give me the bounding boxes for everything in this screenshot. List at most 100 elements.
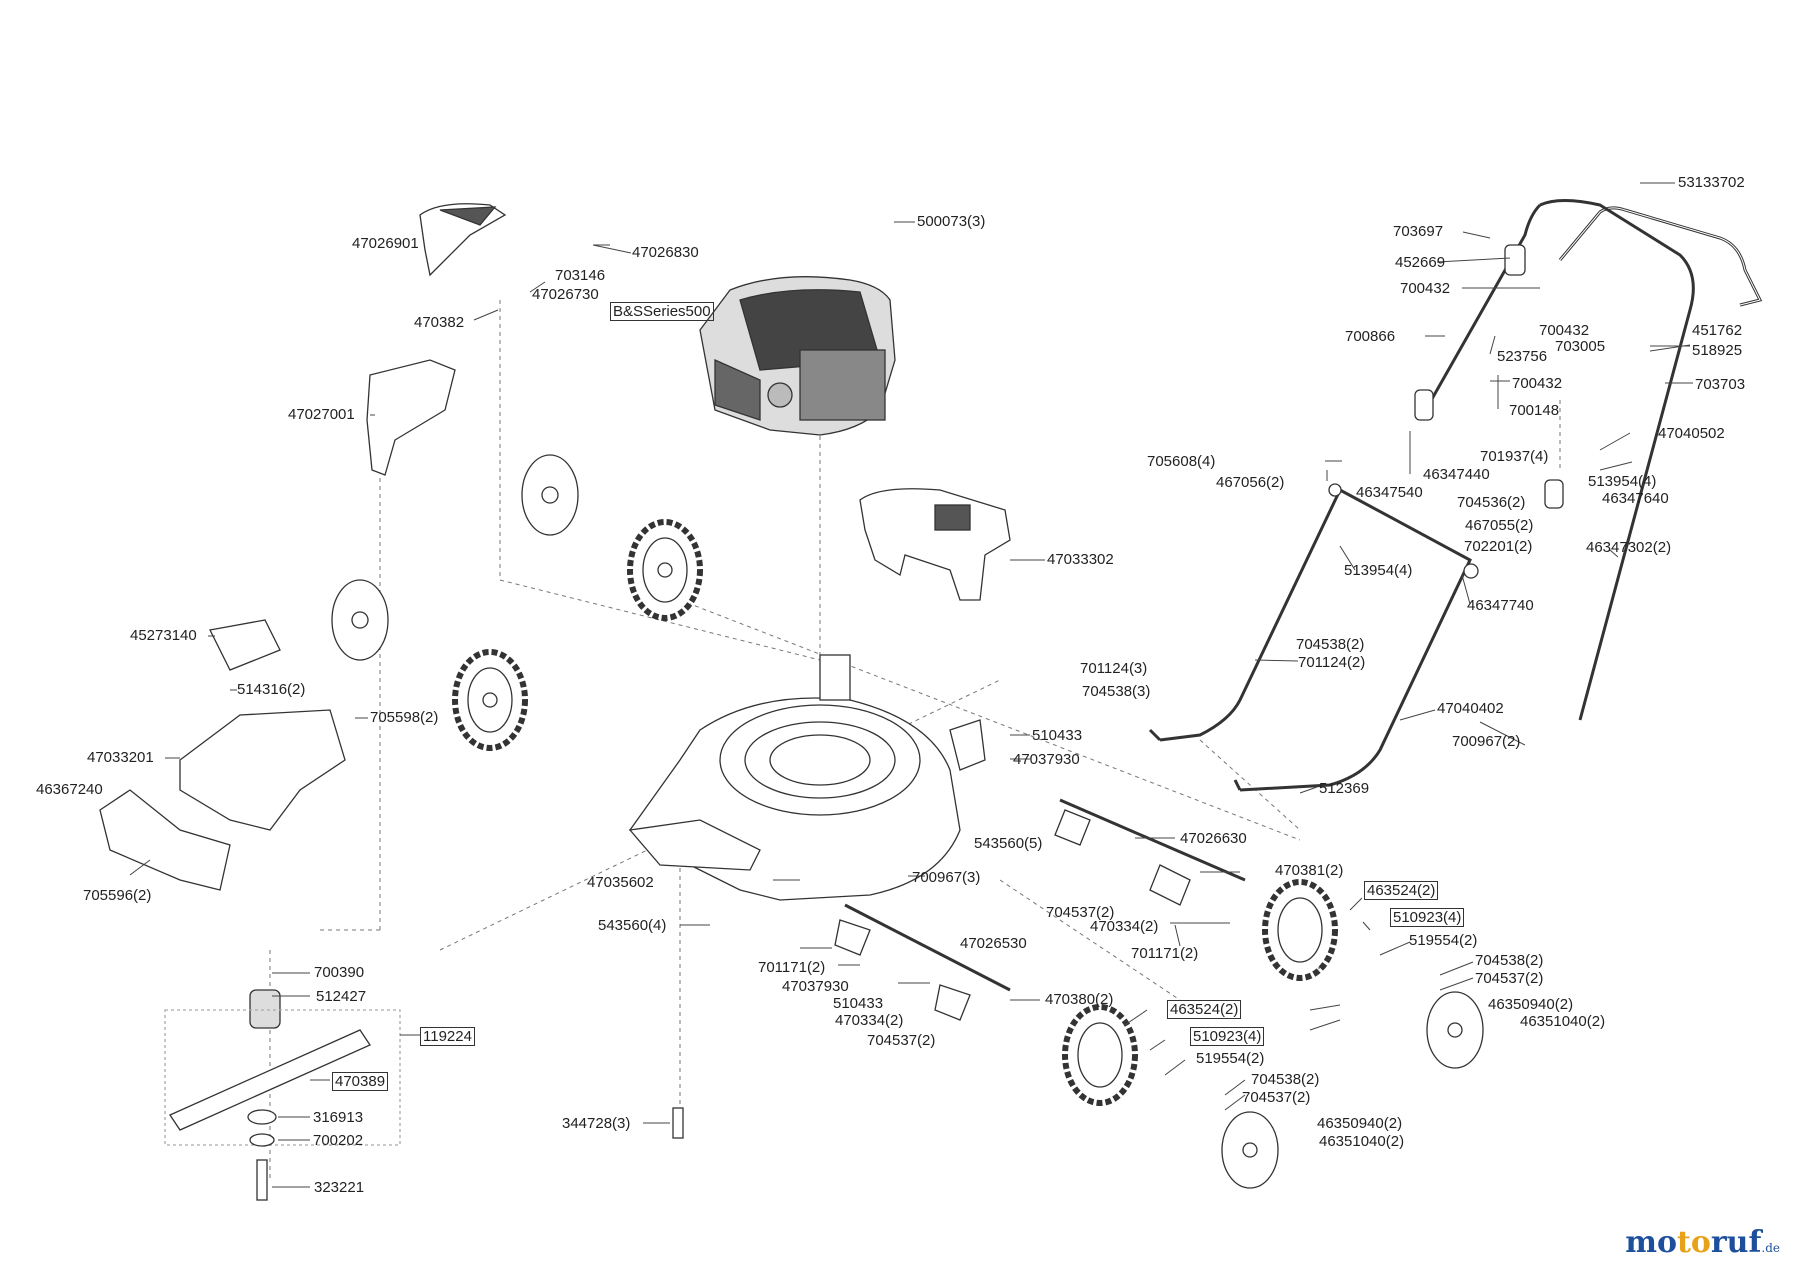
part-label: 46347440 [1423, 466, 1490, 483]
part-label: 47033201 [87, 749, 154, 766]
part-label: 46347640 [1602, 490, 1669, 507]
part-label: 704537(2) [1475, 970, 1544, 987]
part-label: 47033302 [1047, 551, 1114, 568]
part-label: 543560(4) [598, 917, 667, 934]
part-label: 47026530 [960, 935, 1027, 952]
part-label: 700202 [313, 1132, 364, 1149]
wheel-mid-left-outer [331, 579, 389, 661]
engine-block [699, 276, 896, 436]
blade [169, 1029, 371, 1131]
part-label: 702201(2) [1464, 538, 1533, 555]
part-label: 701124(2) [1298, 654, 1366, 671]
rear-cover [179, 709, 346, 831]
part-label: 701171(2) [1131, 945, 1199, 962]
wheel-rear-left-outer [521, 454, 579, 536]
rear-axle [1059, 798, 1246, 882]
part-label: 47037930 [782, 978, 849, 995]
boxed-part-label: 463524(2) [1364, 881, 1439, 900]
boxed-part-label: 510923(4) [1390, 908, 1465, 927]
wheel-rear-left [627, 519, 703, 621]
part-label: 470334(2) [835, 1012, 904, 1029]
part-label: 701937(4) [1480, 448, 1549, 465]
part-label: 513954(4) [1344, 562, 1413, 579]
part-label: 704536(2) [1457, 494, 1526, 511]
part-label: 703146 [555, 267, 606, 284]
part-label: 700866 [1345, 328, 1396, 345]
front-cover [859, 488, 1011, 601]
wheel-front-right-cap [1426, 991, 1484, 1069]
part-label: 704538(2) [1475, 952, 1544, 969]
part-label: 316913 [313, 1109, 364, 1126]
part-label: 46347740 [1467, 597, 1534, 614]
part-label: 467056(2) [1216, 474, 1285, 491]
part-label: 523756 [1497, 348, 1548, 365]
brand-label [209, 619, 281, 671]
part-label: 47026830 [632, 244, 699, 261]
part-label: 452669 [1395, 254, 1446, 271]
part-label: 703697 [1393, 223, 1444, 240]
part-label: 46347302(2) [1586, 539, 1672, 556]
part-label: 470334(2) [1090, 918, 1159, 935]
boxed-part-label: 463524(2) [1167, 1000, 1242, 1019]
part-label: 704537(2) [1046, 904, 1115, 921]
part-label: 46351040(2) [1520, 1013, 1606, 1030]
part-label: 451762 [1692, 322, 1743, 339]
part-label: 705596(2) [83, 887, 152, 904]
part-label: 701124(3) [1080, 660, 1148, 677]
part-label: 467055(2) [1465, 517, 1534, 534]
boxed-part-label: 510923(4) [1190, 1027, 1265, 1046]
part-label: 705608(4) [1147, 453, 1216, 470]
part-label: 701171(2) [758, 959, 826, 976]
part-label: 700967(2) [1452, 733, 1521, 750]
part-label: 700148 [1509, 402, 1560, 419]
part-label: 47026901 [352, 235, 419, 252]
part-label: 344728(3) [562, 1115, 631, 1132]
part-label: 519554(2) [1196, 1050, 1265, 1067]
flap-part [419, 203, 507, 277]
part-label: 46347540 [1356, 484, 1423, 501]
part-label: 518925 [1692, 342, 1743, 359]
part-label: 47040402 [1437, 700, 1504, 717]
engine-label: B&SSeries500 [610, 302, 714, 321]
part-label: 543560(5) [974, 835, 1043, 852]
part-label: 47040502 [1658, 425, 1725, 442]
wheel-mid-left [452, 649, 528, 751]
guide-line [499, 579, 821, 661]
part-label: 46350940(2) [1317, 1115, 1403, 1132]
wheel-front-right [1262, 879, 1338, 981]
part-label: 704538(2) [1296, 636, 1365, 653]
part-label: 513954(4) [1588, 473, 1657, 490]
mower-deck [628, 654, 986, 901]
part-label: 470382 [414, 314, 465, 331]
boxed-part-label: 119224 [420, 1027, 475, 1046]
wheel-front-left-cap [1221, 1111, 1279, 1189]
watermark-logo: motoruf.de [1625, 1225, 1780, 1260]
guide-line [1199, 739, 1301, 831]
part-label: 704537(2) [1242, 1089, 1311, 1106]
guide-line [679, 599, 1301, 841]
part-label: 704537(2) [867, 1032, 936, 1049]
part-label: 700432 [1400, 280, 1451, 297]
boxed-part-label: 470389 [332, 1072, 389, 1091]
part-label: 47035602 [587, 874, 654, 891]
part-label: 53133702 [1678, 174, 1745, 191]
front-axle [844, 903, 1011, 992]
part-label: 519554(2) [1409, 932, 1478, 949]
rear-guard [366, 359, 456, 476]
part-label: 510433 [1032, 727, 1083, 744]
blade-adapter [249, 989, 281, 1029]
part-label: 46350940(2) [1488, 996, 1574, 1013]
part-label: 323221 [314, 1179, 365, 1196]
part-label: 47037930 [1013, 751, 1080, 768]
part-label: 703005 [1555, 338, 1606, 355]
part-label: 704538(3) [1082, 683, 1151, 700]
wheel-front-left [1062, 1004, 1138, 1106]
part-label: 500073(3) [917, 213, 986, 230]
part-label: 512427 [316, 988, 367, 1005]
part-label: 704538(2) [1251, 1071, 1320, 1088]
part-label: 47027001 [288, 406, 355, 423]
part-label: 47026730 [532, 286, 599, 303]
part-label: 703703 [1695, 376, 1746, 393]
